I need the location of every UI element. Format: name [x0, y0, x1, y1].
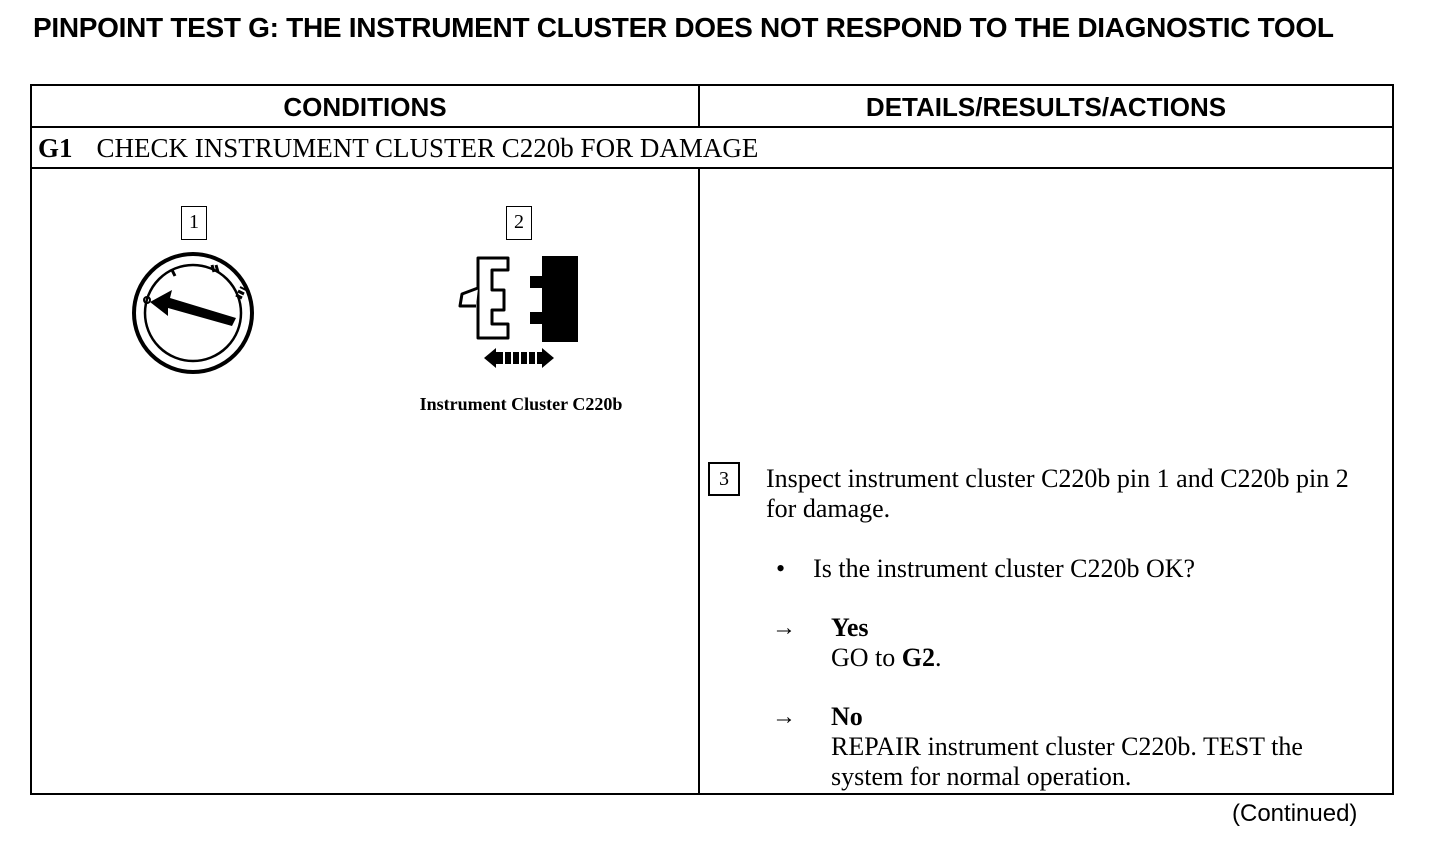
- yes-branch: Yes GO to G2.: [831, 613, 1381, 673]
- no-label: No: [831, 702, 863, 731]
- callout-3: 3: [708, 462, 740, 496]
- no-arrow-icon: →: [772, 704, 796, 730]
- question-line: • Is the instrument cluster C220b OK?: [776, 554, 1195, 584]
- step-row: G1 CHECK INSTRUMENT CLUSTER C220b FOR DAM…: [38, 130, 758, 166]
- diagram-caption: Instrument Cluster C220b: [419, 394, 623, 414]
- step-label: CHECK INSTRUMENT CLUSTER C220b FOR DAMAG…: [96, 133, 759, 163]
- header-column-divider: [698, 84, 700, 127]
- page-title: PINPOINT TEST G: THE INSTRUMENT CLUSTER …: [33, 12, 1334, 43]
- connector-icon: [458, 256, 578, 368]
- callout-1: 1: [181, 206, 207, 240]
- header-divider: [30, 126, 1394, 128]
- step-id: G1: [38, 133, 73, 163]
- question-text: Is the instrument cluster C220b OK?: [813, 554, 1196, 583]
- yes-label: Yes: [831, 613, 869, 642]
- bullet: •: [776, 554, 786, 583]
- conditions-header: CONDITIONS: [283, 92, 447, 122]
- yes-action-target: G2: [901, 643, 936, 672]
- step-row-divider: [30, 167, 1394, 169]
- yes-action-suffix: .: [935, 643, 942, 672]
- no-branch: No REPAIR instrument cluster C220b. TEST…: [831, 702, 1381, 792]
- ignition-switch-icon: [132, 252, 254, 374]
- callout-2: 2: [506, 206, 532, 240]
- yes-arrow-icon: →: [772, 615, 796, 641]
- details-header: DETAILS/RESULTS/ACTIONS: [865, 92, 1227, 122]
- body-column-divider: [698, 167, 700, 795]
- continued-label: (Continued): [1232, 800, 1358, 827]
- inspection-instruction: Inspect instrument cluster C220b pin 1 a…: [766, 464, 1349, 523]
- no-action: REPAIR instrument cluster C220b. TEST th…: [831, 732, 1303, 791]
- pinpoint-test-table: [30, 84, 1394, 795]
- yes-action-prefix: GO to: [831, 643, 902, 672]
